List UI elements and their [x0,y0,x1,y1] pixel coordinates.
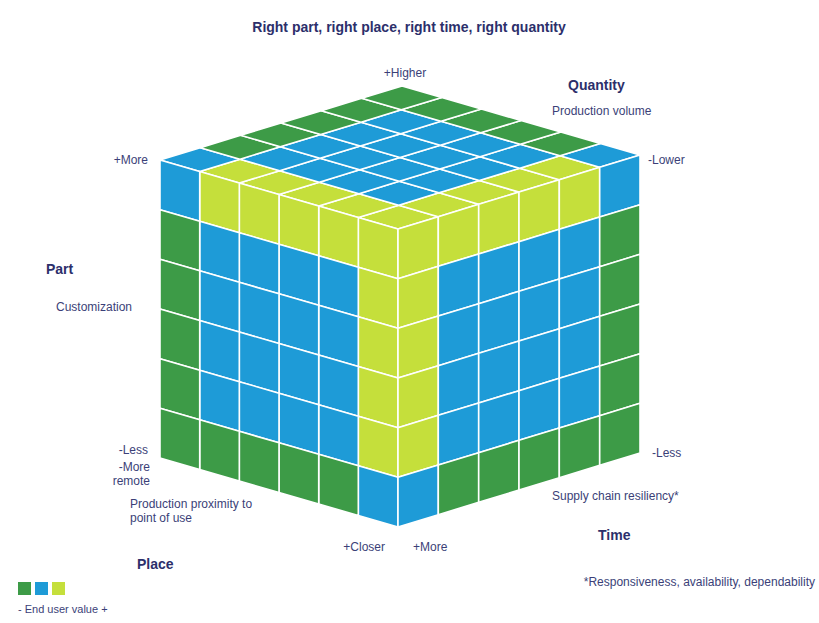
legend-swatch [35,582,48,595]
cube-cell [438,453,478,515]
axis-end-label: -Less [119,443,148,457]
legend-swatch [52,582,65,595]
axis-title: Part [46,262,73,276]
cube-cell [200,420,240,481]
cube-cell [398,465,438,527]
axis-title: Time [598,528,630,542]
axis-end-label: -More remote [88,460,150,488]
axis-end-label: -Less [652,446,681,460]
axis-name: Supply chain resiliency* [552,489,679,503]
legend: - End user value + [18,582,108,615]
axis-end-label: +Higher [384,66,426,80]
axis-name: Customization [56,300,132,314]
legend-text: - End user value + [18,603,108,615]
cube-cell [559,416,599,478]
axis-name: Production volume [552,104,651,118]
axis-end-label: -Lower [648,153,685,167]
cube-cell [358,466,398,527]
legend-swatch [18,582,31,595]
axis-end-label: +More [413,540,447,554]
cube-cell [319,454,359,515]
axis-name: Production proximity to point of use [130,497,262,525]
cube-cell [160,408,200,469]
footnote: *Responsiveness, availability, dependabi… [584,575,815,589]
cube-cell [479,440,519,502]
axis-title: Place [137,557,174,571]
axis-end-label: +More [114,153,148,167]
cube-cell [362,86,442,110]
axis-end-label: +Closer [343,540,385,554]
cube-cell [279,443,319,504]
diagram-title: Right part, right place, right time, rig… [252,20,565,34]
cube-cell [600,403,640,465]
axis-title: Quantity [568,78,625,92]
cube-cell [239,431,279,492]
legend-row: - End user value + [18,582,108,615]
cube-cell [519,428,559,490]
